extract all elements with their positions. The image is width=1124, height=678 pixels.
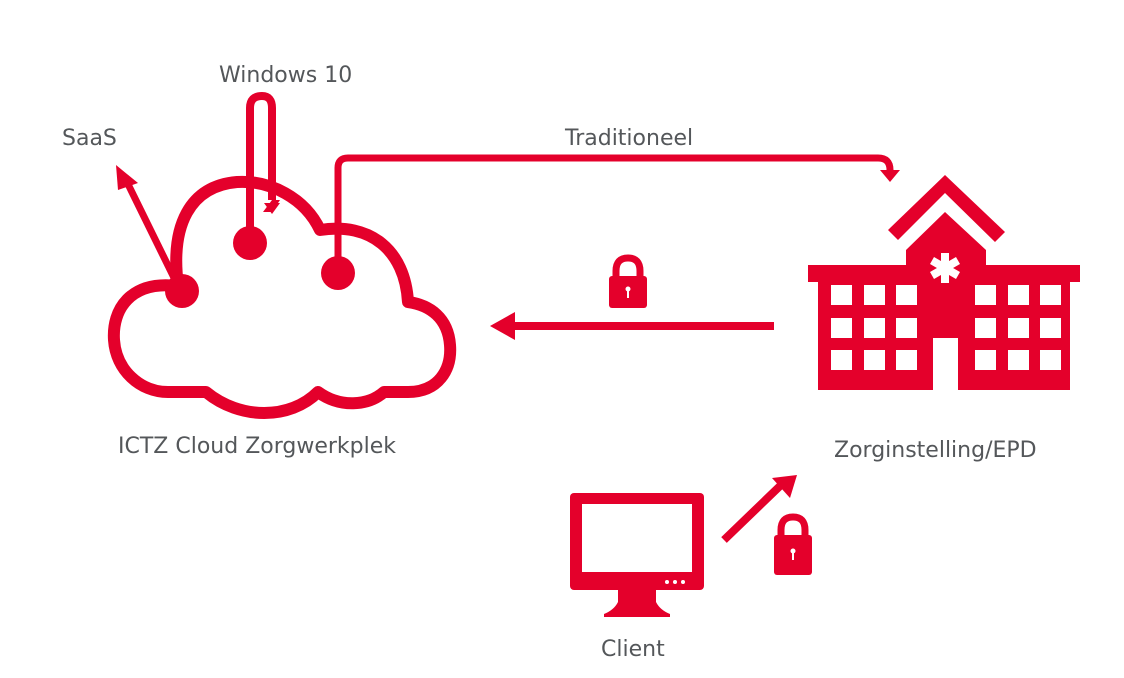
secure-arrow-hospital-to-cloud <box>490 312 774 340</box>
saas-node-dot <box>165 274 199 308</box>
hospital-icon <box>808 175 1080 390</box>
saas-label: SaaS <box>62 126 117 151</box>
cloud-icon <box>107 175 457 419</box>
lock-icon <box>609 254 647 308</box>
monitor-icon <box>570 493 704 617</box>
secure-arrow-client-to-hospital <box>721 475 797 543</box>
saas-arrowhead <box>116 165 138 190</box>
saas-connector <box>116 165 199 308</box>
traditional-node-dot <box>321 256 355 290</box>
windows-connector <box>233 91 280 260</box>
traditional-arrowhead <box>880 170 900 182</box>
hospital-label: Zorginstelling/EPD <box>834 438 1037 463</box>
client-label: Client <box>601 637 665 662</box>
hospital-door <box>933 338 958 390</box>
cloud-label: ICTZ Cloud Zorgwerkplek <box>118 434 396 459</box>
traditional-label: Traditioneel <box>564 126 693 151</box>
windows-label: Windows 10 <box>219 63 352 88</box>
lock-icon <box>774 513 812 575</box>
windows-node-dot <box>233 226 267 260</box>
traditional-connector <box>321 154 900 290</box>
